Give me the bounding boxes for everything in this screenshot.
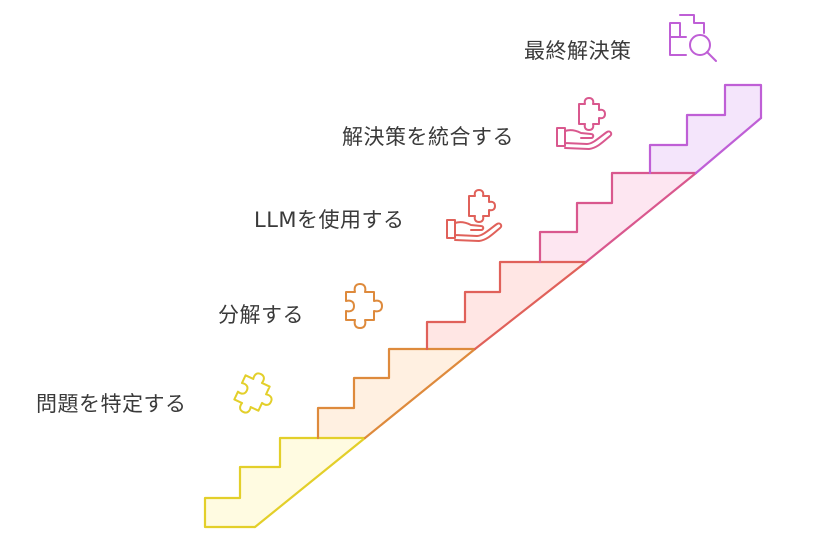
stair-stringer-1 (253, 436, 367, 529)
stair-fill-2 (318, 349, 475, 438)
step-label-integrate-solutions: 解決策を統合する (342, 125, 514, 149)
step-label-decompose: 分解する (218, 303, 304, 327)
step-label-final-solution: 最終解決策 (524, 39, 632, 63)
puzzle-piece-icon (345, 283, 383, 329)
stair-outline-4 (538, 171, 698, 264)
stair-stringer-2 (363, 347, 477, 440)
step-label-identify-problem: 問題を特定する (36, 392, 187, 416)
stair-stringer-5 (694, 116, 763, 175)
stair-fill-1 (205, 438, 365, 527)
puzzle-piece-icon (233, 372, 273, 414)
step-label-use-llm: LLMを使用する (254, 208, 405, 232)
stair-base (203, 498, 255, 529)
puzzle-magnifier-icon (669, 14, 717, 62)
stair-outline-2 (316, 347, 477, 440)
stair-stringer-3 (473, 260, 588, 351)
stair-stringer-4 (584, 171, 698, 264)
stair-fill-5 (650, 85, 761, 173)
stair-fill-4 (540, 173, 696, 262)
stair-outline-1 (203, 436, 367, 500)
stair-fill-3 (427, 262, 586, 349)
hand-holding-puzzle-icon (556, 97, 613, 150)
hand-holding-puzzle-icon (446, 189, 503, 242)
stair-outline-3 (425, 260, 588, 351)
stair-outline-5 (648, 83, 763, 175)
